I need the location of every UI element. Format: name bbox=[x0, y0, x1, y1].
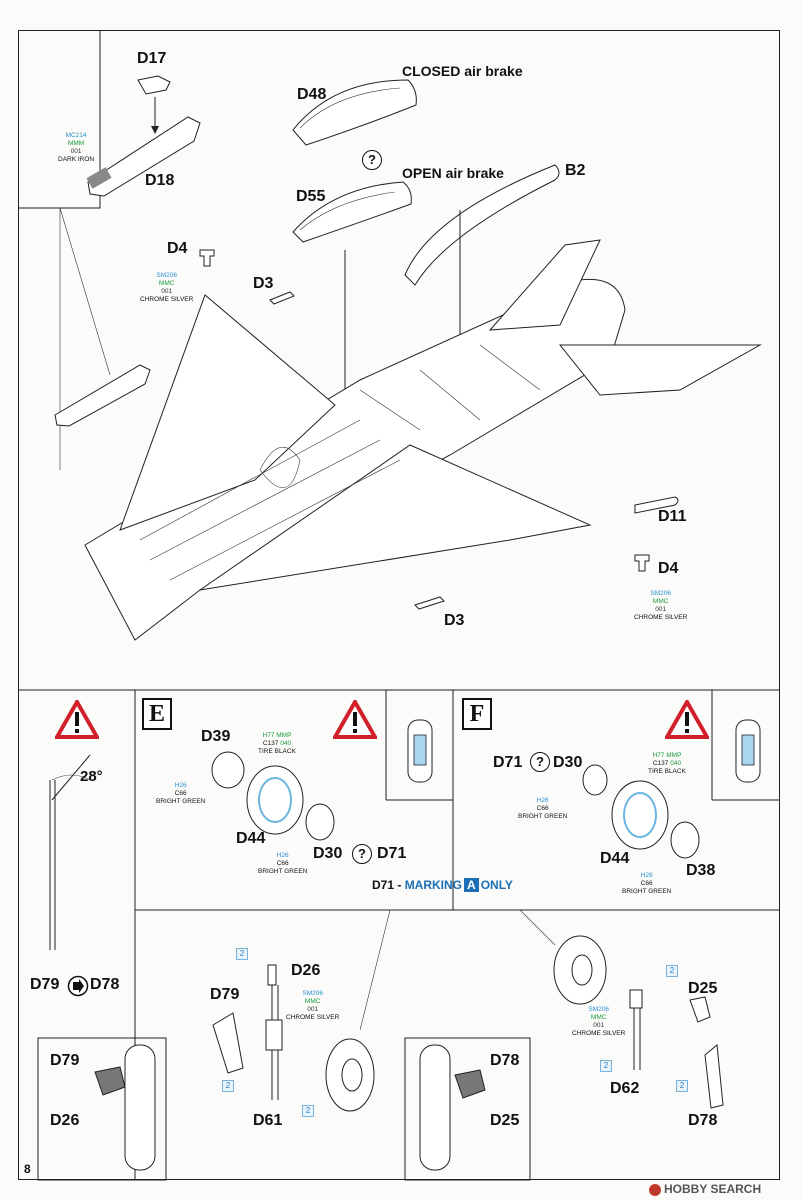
part-d38 bbox=[670, 821, 700, 859]
part-d26-e bbox=[267, 964, 277, 986]
warning-icon-left bbox=[55, 700, 99, 739]
question-icon-top: ? bbox=[362, 150, 382, 170]
label-d71-f: D71 bbox=[493, 754, 523, 771]
color-code-green-e1: H26 C66 BRIGHT GREEN bbox=[156, 782, 206, 805]
label-d3-top: D3 bbox=[253, 275, 274, 292]
label-d25-detail: D25 bbox=[490, 1112, 520, 1129]
part-d18 bbox=[87, 116, 201, 197]
page-frame bbox=[18, 30, 780, 1180]
label-d79-left: D79 bbox=[30, 976, 60, 993]
label-d78-detail: D78 bbox=[490, 1052, 520, 1069]
color-code-tire-f: H77 MMP C137 040 TIRE BLACK bbox=[648, 752, 686, 775]
caption-closed-air-brake: CLOSED air brake bbox=[402, 63, 523, 79]
part-d3-top bbox=[269, 291, 295, 305]
label-b2: B2 bbox=[565, 162, 586, 179]
label-d30-f: D30 bbox=[553, 754, 583, 771]
label-d17: D17 bbox=[137, 50, 167, 67]
aircraft-wing-right bbox=[199, 444, 592, 591]
count-badge-6: 2 bbox=[676, 1080, 688, 1092]
angle-label: 28° bbox=[80, 768, 103, 785]
color-code-chrome-f: SM206 MMC 001 CHROME SILVER bbox=[572, 1006, 626, 1037]
count-badge-2: 2 bbox=[222, 1080, 234, 1092]
callout-box-d18 bbox=[18, 30, 101, 209]
watermark-logo-icon bbox=[649, 1184, 661, 1196]
color-code-chrome-e: SM206 MMC 001 CHROME SILVER bbox=[286, 990, 340, 1021]
label-d11: D11 bbox=[658, 508, 687, 525]
color-code-green-f2: H26 C66 BRIGHT GREEN bbox=[622, 872, 672, 895]
label-d39: D39 bbox=[201, 728, 231, 745]
part-d4-bottom bbox=[634, 554, 650, 572]
part-d30-f bbox=[582, 764, 608, 796]
detail-box-right bbox=[404, 1037, 531, 1181]
label-d3-bottom: D3 bbox=[444, 612, 465, 629]
part-d61 bbox=[265, 1019, 283, 1051]
label-d4-top: D4 bbox=[167, 240, 188, 257]
label-d48: D48 bbox=[297, 86, 327, 103]
label-d26-e: D26 bbox=[291, 962, 321, 979]
label-d55: D55 bbox=[296, 188, 326, 205]
aircraft-tail-wing bbox=[558, 344, 762, 396]
label-d25-f: D25 bbox=[688, 980, 718, 997]
section-label-e: E bbox=[142, 698, 172, 730]
count-badge-4: 2 bbox=[666, 965, 678, 977]
label-d79-e: D79 bbox=[210, 986, 240, 1003]
label-d44-e: D44 bbox=[236, 830, 266, 847]
label-d61: D61 bbox=[253, 1112, 283, 1129]
part-d78-f bbox=[704, 1044, 724, 1109]
label-d38: D38 bbox=[686, 862, 716, 879]
part-b2 bbox=[404, 164, 560, 286]
watermark-text: HOBBY SEARCH bbox=[664, 1182, 762, 1196]
color-code-dark-iron: MC214 MMM 001 DARK IRON bbox=[58, 132, 95, 163]
detail-box-left bbox=[37, 1037, 167, 1181]
aircraft-fin bbox=[488, 239, 601, 331]
part-d44-e bbox=[246, 765, 304, 835]
color-code-green-e2: H26 C66 BRIGHT GREEN bbox=[258, 852, 308, 875]
label-d18: D18 bbox=[145, 172, 175, 189]
label-d78-left: D78 bbox=[90, 976, 120, 993]
label-d44-f: D44 bbox=[600, 850, 630, 867]
page-number: 8 bbox=[24, 1162, 31, 1176]
label-d26-detail: D26 bbox=[50, 1112, 80, 1129]
label-d62: D62 bbox=[610, 1080, 640, 1097]
warning-icon-f bbox=[665, 700, 709, 739]
question-icon-e: ? bbox=[352, 844, 372, 864]
part-d30-e bbox=[305, 803, 335, 841]
part-d18-small bbox=[54, 364, 151, 427]
part-d48 bbox=[292, 79, 417, 146]
arrow-right-icon bbox=[67, 975, 89, 997]
label-d71-e: D71 bbox=[377, 845, 407, 862]
question-icon-f: ? bbox=[530, 752, 550, 772]
part-d4-top bbox=[199, 249, 215, 267]
warning-icon-e bbox=[333, 700, 377, 739]
label-d30-e: D30 bbox=[313, 845, 343, 862]
color-code-chrome-top: SM206 MMC 001 CHROME SILVER bbox=[140, 272, 194, 303]
label-d78-f: D78 bbox=[688, 1112, 718, 1129]
part-d44-f bbox=[611, 780, 669, 850]
part-d17 bbox=[137, 75, 171, 95]
count-badge-5: 2 bbox=[600, 1060, 612, 1072]
count-badge-3: 2 bbox=[302, 1105, 314, 1117]
part-d39 bbox=[211, 751, 245, 789]
label-d4-bottom: D4 bbox=[658, 560, 679, 577]
section-label-f: F bbox=[462, 698, 492, 730]
part-d79-e bbox=[212, 1012, 244, 1074]
part-d3-bottom bbox=[414, 596, 445, 610]
part-d25-f bbox=[689, 996, 711, 1023]
count-badge-1: 2 bbox=[236, 948, 248, 960]
label-d79-detail: D79 bbox=[50, 1052, 80, 1069]
color-code-chrome-right: SM206 MMC 001 CHROME SILVER bbox=[634, 590, 688, 621]
caption-open-air-brake: OPEN air brake bbox=[402, 165, 504, 181]
color-code-tire-e: H77 MMP C137 040 TIRE BLACK bbox=[258, 732, 296, 755]
part-d11 bbox=[634, 496, 679, 514]
part-d55 bbox=[292, 181, 412, 243]
aircraft-wing-left bbox=[119, 294, 336, 531]
color-code-green-f1: H26 C66 BRIGHT GREEN bbox=[518, 797, 568, 820]
part-d62-top bbox=[629, 989, 643, 1009]
